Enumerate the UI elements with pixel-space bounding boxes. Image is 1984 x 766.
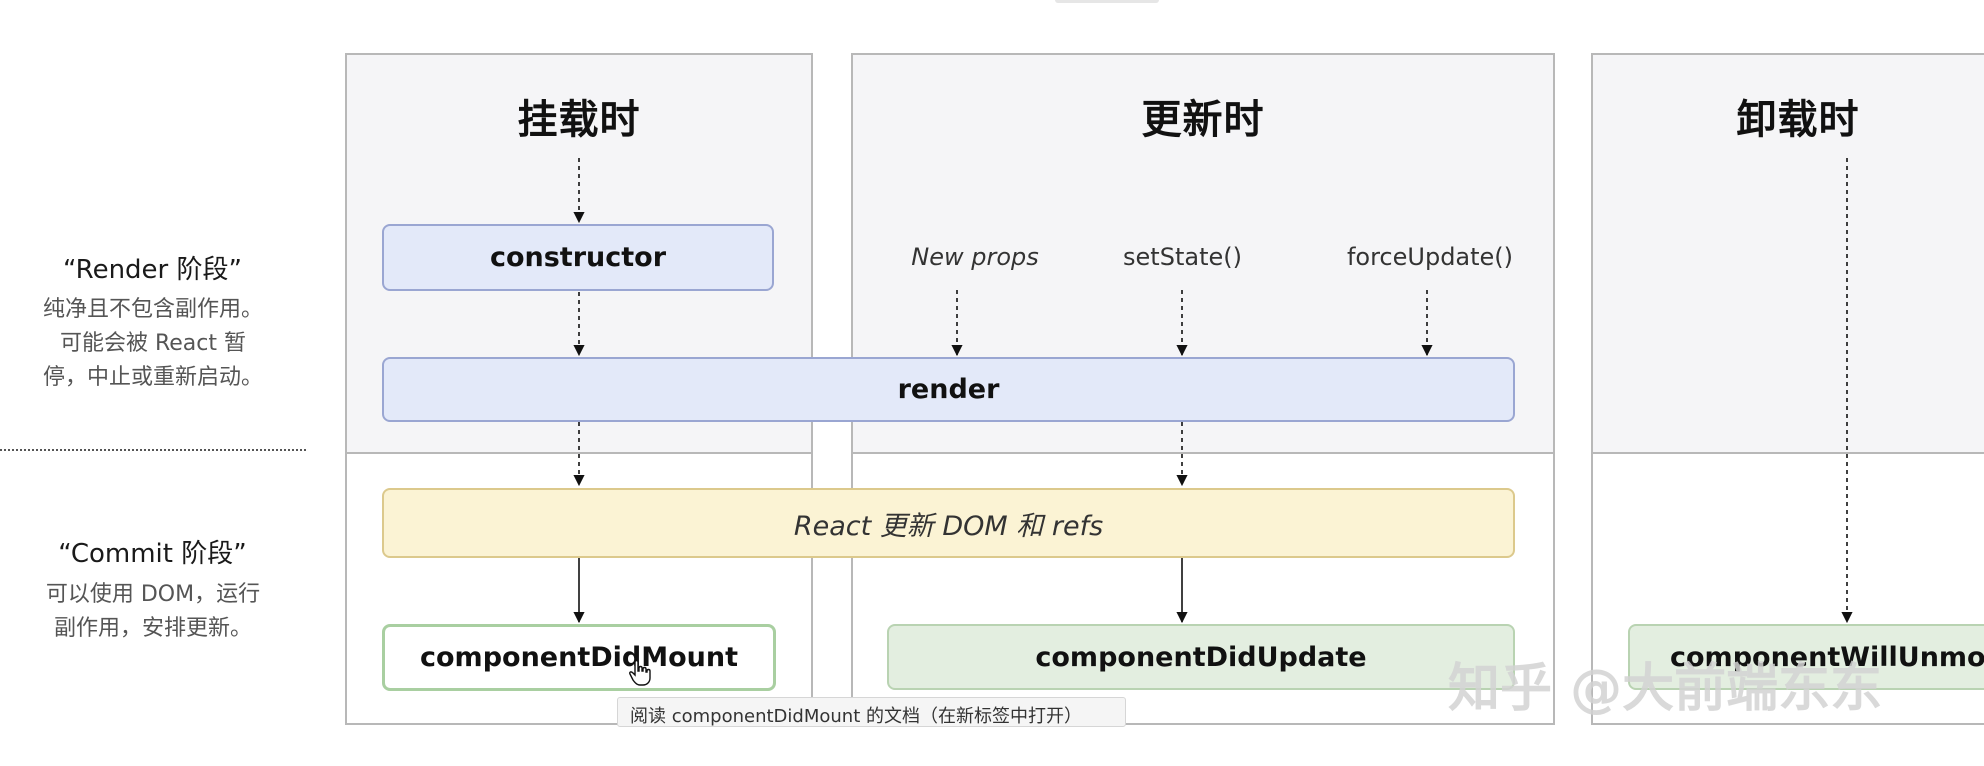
phase-divider: [0, 449, 306, 451]
did-mount-docs-tooltip: 阅读 componentDidMount 的文档（在新标签中打开）: [617, 697, 1126, 727]
commit-phase-description: 可以使用 DOM，运行 副作用，安排更新。: [45, 582, 261, 641]
component-did-mount-box[interactable]: componentDidMount: [382, 624, 776, 691]
render-box[interactable]: render: [382, 357, 1515, 422]
trigger-set-state: setState(): [1123, 243, 1242, 271]
unmount-render-zone: [1593, 55, 1984, 454]
component-will-unmount-box[interactable]: componentWillUnmount: [1628, 624, 1984, 690]
commit-phase-title: “Commit 阶段”: [58, 539, 247, 569]
react-update-dom-box: React 更新 DOM 和 refs: [382, 488, 1515, 558]
render-phase-description: 纯净且不包含副作用。 可能会被 React 暂 停，中止或重新启动。: [42, 297, 263, 390]
trigger-new-props: New props: [911, 243, 1039, 271]
watermark: 知乎 @大前端东东: [1448, 659, 1883, 719]
pointer-hand-icon: [629, 659, 651, 686]
update-column-title: 更新时: [1141, 97, 1265, 143]
unmount-column: 卸载时: [1591, 53, 1984, 725]
trigger-force-update: forceUpdate(): [1346, 243, 1514, 271]
constructor-box[interactable]: constructor: [382, 224, 774, 291]
render-phase-title: “Render 阶段”: [63, 255, 242, 285]
component-did-update-box[interactable]: componentDidUpdate: [887, 624, 1515, 690]
top-tab-edge: [1055, 0, 1159, 3]
mount-column-title: 挂载时: [517, 97, 641, 143]
unmount-column-title: 卸载时: [1736, 97, 1860, 143]
